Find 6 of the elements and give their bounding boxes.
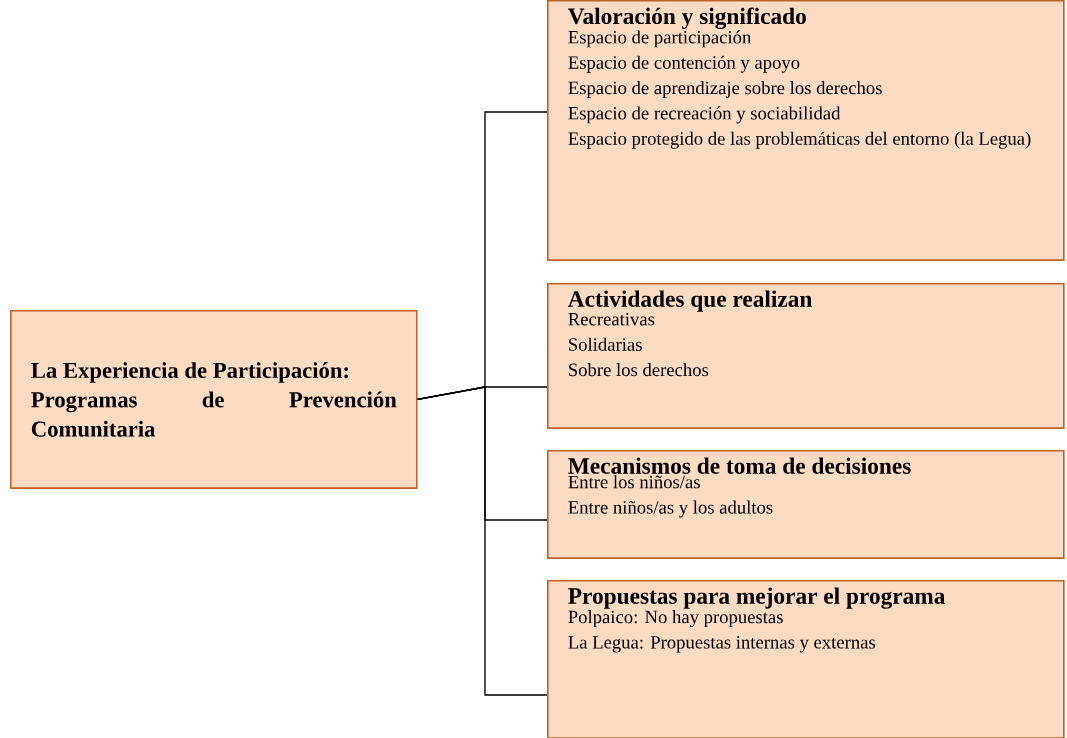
text-box: Valoración y significado Espacio de participación Espacio de contención y apoyo Espacio de aprendizaje sobre los derechos Espacio de recreación y sociabilidad Espacio protegido de las problemáticas del entorno (la Legua) [547, 0, 1065, 261]
text-box: La Experiencia de Participación: Programas de Prevención Comunitaria [10, 310, 418, 489]
text-box: Propuestas para mejorar el programa Polpaico: No hay propuestas La Legua: Propuestas internas y externas [547, 580, 1065, 738]
connector-line [416, 386, 548, 696]
text-box: Mecanismos de toma de decisiones Entre los niños/as Entre niños/as y los adultos [547, 450, 1065, 559]
text-box: Actividades que realizan Recreativas Solidarias Sobre los derechos [547, 283, 1065, 429]
